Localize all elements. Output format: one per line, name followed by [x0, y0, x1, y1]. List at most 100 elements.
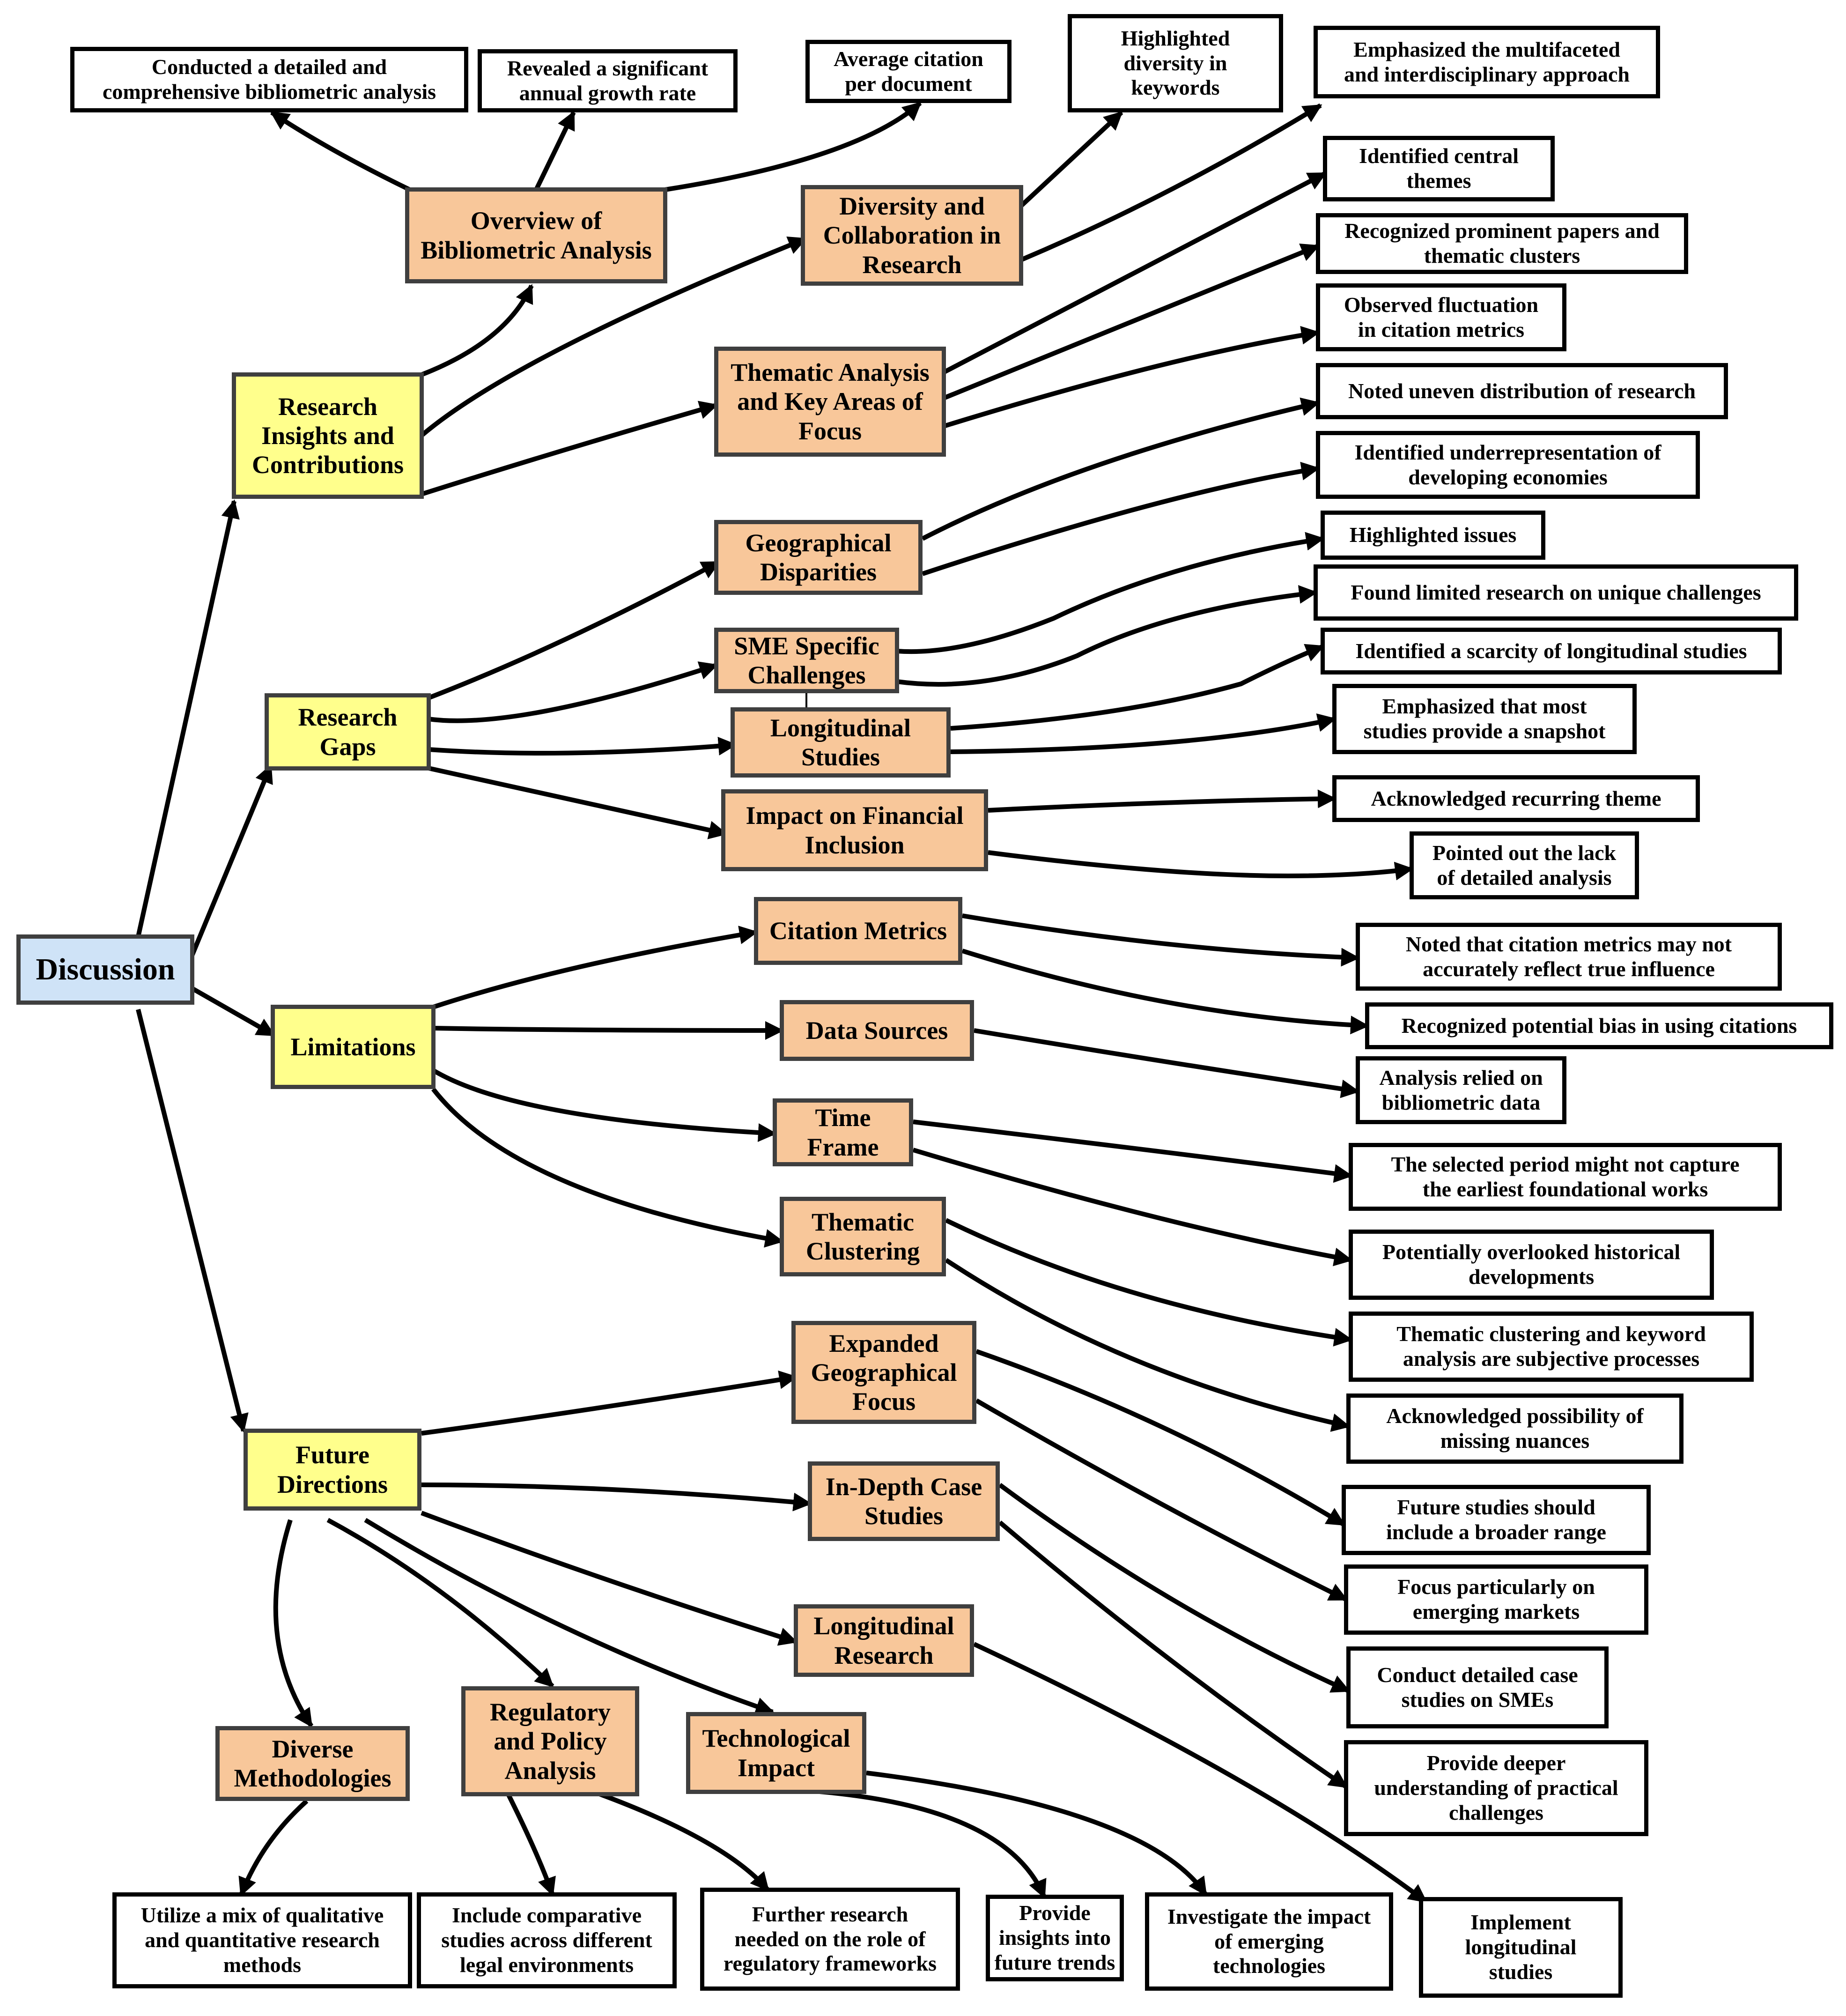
- edge-geo-uneven: [921, 397, 1320, 541]
- leaf-multifaceted: Emphasized the multifaceted and interdis…: [1314, 26, 1660, 98]
- leaf-deeper-understanding: Provide deeper understanding of practica…: [1344, 1740, 1648, 1836]
- node-data-sources: Data Sources: [780, 1000, 974, 1061]
- edge-exp-emerging: [975, 1398, 1348, 1602]
- leaf-potential-bias: Recognized potential bias in using citat…: [1365, 1002, 1833, 1049]
- leaf-subjective-processes: Thematic clustering and keyword analysis…: [1349, 1312, 1754, 1382]
- edge-overview-citation: [665, 101, 922, 192]
- node-citation-metrics: Citation Metrics: [754, 897, 962, 965]
- edge-future-expanded: [421, 1370, 798, 1436]
- node-diversity-collaboration: Diversity and Collaboration in Research: [801, 185, 1023, 286]
- node-expanded-geographical: Expanded Geographical Focus: [791, 1321, 976, 1424]
- leaf-emerging-technologies: Investigate the impact of emerging techn…: [1145, 1892, 1393, 1991]
- leaf-missing-nuances: Acknowledged possibility of missing nuan…: [1346, 1393, 1684, 1464]
- edge-discussion-future: [136, 1008, 249, 1433]
- leaf-comparative-studies: Include comparative studies across diffe…: [417, 1892, 677, 1988]
- leaf-lack-detailed: Pointed out the lack of detailed analysi…: [1410, 831, 1639, 899]
- node-limitations: Limitations: [271, 1005, 436, 1089]
- node-overview-bibliometric: Overview of Bibliometric Analysis: [405, 187, 667, 283]
- leaf-case-studies-smes: Conduct detailed case studies on SMEs: [1346, 1646, 1609, 1728]
- leaf-overlooked-historical: Potentially overlooked historical develo…: [1349, 1230, 1714, 1300]
- node-in-depth-case: In-Depth Case Studies: [808, 1461, 1000, 1541]
- edge-reg-comparative: [506, 1793, 556, 1897]
- node-longitudinal-studies: Longitudinal Studies: [731, 707, 951, 778]
- leaf-growth-rate: Revealed a significant annual growth rat…: [478, 49, 738, 112]
- edge-impact-lack: [988, 850, 1414, 881]
- node-technological-impact: Technological Impact: [686, 1712, 866, 1794]
- leaf-fluctuation: Observed fluctuation in citation metrics: [1316, 283, 1566, 351]
- edge-future-indepth: [421, 1482, 812, 1512]
- node-sme-challenges: SME Specific Challenges: [714, 628, 899, 693]
- edge-future-regulatory: [326, 1518, 554, 1688]
- node-diverse-methodologies: Diverse Methodologies: [215, 1726, 410, 1801]
- leaf-central-themes: Identified central themes: [1323, 136, 1555, 201]
- node-future-directions: Future Directions: [244, 1429, 421, 1511]
- edge-time-period: [913, 1119, 1353, 1183]
- leaf-broader-range: Future studies should include a broader …: [1342, 1485, 1651, 1555]
- edge-thematic-prominent: [943, 244, 1320, 400]
- edge-lim-clustering: [431, 1087, 784, 1248]
- edge-future-technological: [364, 1518, 775, 1716]
- edge-data-relied: [974, 1028, 1360, 1098]
- edge-diversity-multifaceted: [1020, 103, 1322, 262]
- leaf-regulatory-frameworks: Further research needed on the role of r…: [700, 1888, 960, 1991]
- edge-cit-influence: [962, 913, 1360, 967]
- edge-future-longitudinal: [421, 1511, 798, 1646]
- leaf-future-trends: Provide insights into future trends: [986, 1895, 1124, 1981]
- node-discussion: Discussion: [16, 934, 194, 1005]
- leaf-mix-methods: Utilize a mix of qualitative and quantit…: [112, 1892, 412, 1988]
- leaf-selected-period: The selected period might not capture th…: [1349, 1143, 1782, 1211]
- edge-case-deeper: [998, 1520, 1348, 1789]
- edge-discussion-limitations: [191, 986, 276, 1038]
- leaf-emerging-markets: Focus particularly on emerging markets: [1344, 1564, 1648, 1635]
- edge-reg-frameworks: [598, 1792, 770, 1892]
- edge-geo-underrep: [922, 461, 1320, 576]
- edge-lim-time: [432, 1068, 777, 1142]
- node-impact-financial-inclusion: Impact on Financial Inclusion: [721, 789, 988, 871]
- edge-insights-overview: [421, 284, 534, 377]
- leaf-implement-longitudinal: Implement longitudinal studies: [1419, 1897, 1623, 1998]
- leaf-relied-bibliometric: Analysis relied on bibliometric data: [1356, 1056, 1566, 1124]
- leaf-recurring-theme: Acknowledged recurring theme: [1332, 775, 1700, 822]
- edge-cit-bias: [961, 949, 1369, 1035]
- leaf-detailed-analysis: Conducted a detailed and comprehensive b…: [70, 47, 468, 112]
- edge-thematic-fluctuation: [943, 326, 1320, 429]
- node-longitudinal-research: Longitudinal Research: [794, 1604, 974, 1677]
- edge-gaps-impact: [428, 766, 728, 839]
- leaf-scarcity-longitudinal: Identified a scarcity of longitudinal st…: [1321, 628, 1782, 674]
- leaf-underrepresentation: Identified underrepresentation of develo…: [1316, 431, 1700, 499]
- edge-div-mix: [238, 1799, 309, 1897]
- edge-sme-limited: [896, 585, 1318, 687]
- edge-tech-trends: [819, 1789, 1047, 1899]
- edge-overview-detailed: [270, 110, 411, 192]
- edge-diversity-keywords: [1019, 111, 1123, 208]
- leaf-avg-citation: Average citation per document: [805, 40, 1012, 103]
- edge-future-diverse: [273, 1519, 314, 1728]
- edge-clust-subjective: [945, 1218, 1353, 1347]
- edge-insights-thematic: [421, 400, 718, 497]
- leaf-uneven-distribution: Noted uneven distribution of research: [1316, 363, 1728, 419]
- node-thematic-clustering: Thematic Clustering: [780, 1197, 946, 1276]
- leaf-prominent-papers: Recognized prominent papers and thematic…: [1316, 213, 1688, 274]
- edge-long-scarcity: [950, 644, 1325, 731]
- edge-case-smes: [998, 1482, 1351, 1693]
- edge-gaps-longitudinal: [428, 736, 737, 756]
- leaf-highlighted-issues: Highlighted issues: [1321, 511, 1545, 560]
- leaf-limited-research: Found limited research on unique challen…: [1314, 564, 1798, 621]
- edge-discussion-insights: [136, 499, 240, 938]
- edge-overview-growth: [534, 111, 576, 191]
- edge-sme-issues: [896, 532, 1325, 654]
- edge-insights-diversity: [420, 236, 807, 437]
- node-geographical-disparities: Geographical Disparities: [714, 520, 923, 595]
- node-time-frame: Time Frame: [773, 1098, 913, 1166]
- edge-lim-data: [433, 1021, 784, 1040]
- edge-exp-broader: [975, 1349, 1346, 1527]
- edge-long-snapshot: [950, 713, 1337, 754]
- node-thematic-analysis: Thematic Analysis and Key Areas of Focus: [714, 347, 946, 457]
- edge-time-overlooked: [912, 1148, 1353, 1267]
- leaf-citation-influence: Noted that citation metrics may not accu…: [1356, 923, 1782, 991]
- node-research-insights: Research Insights and Contributions: [232, 372, 424, 499]
- edge-lim-citation: [432, 926, 758, 1009]
- edge-impact-recurring: [988, 789, 1337, 813]
- edge-lr-implement: [973, 1642, 1428, 1904]
